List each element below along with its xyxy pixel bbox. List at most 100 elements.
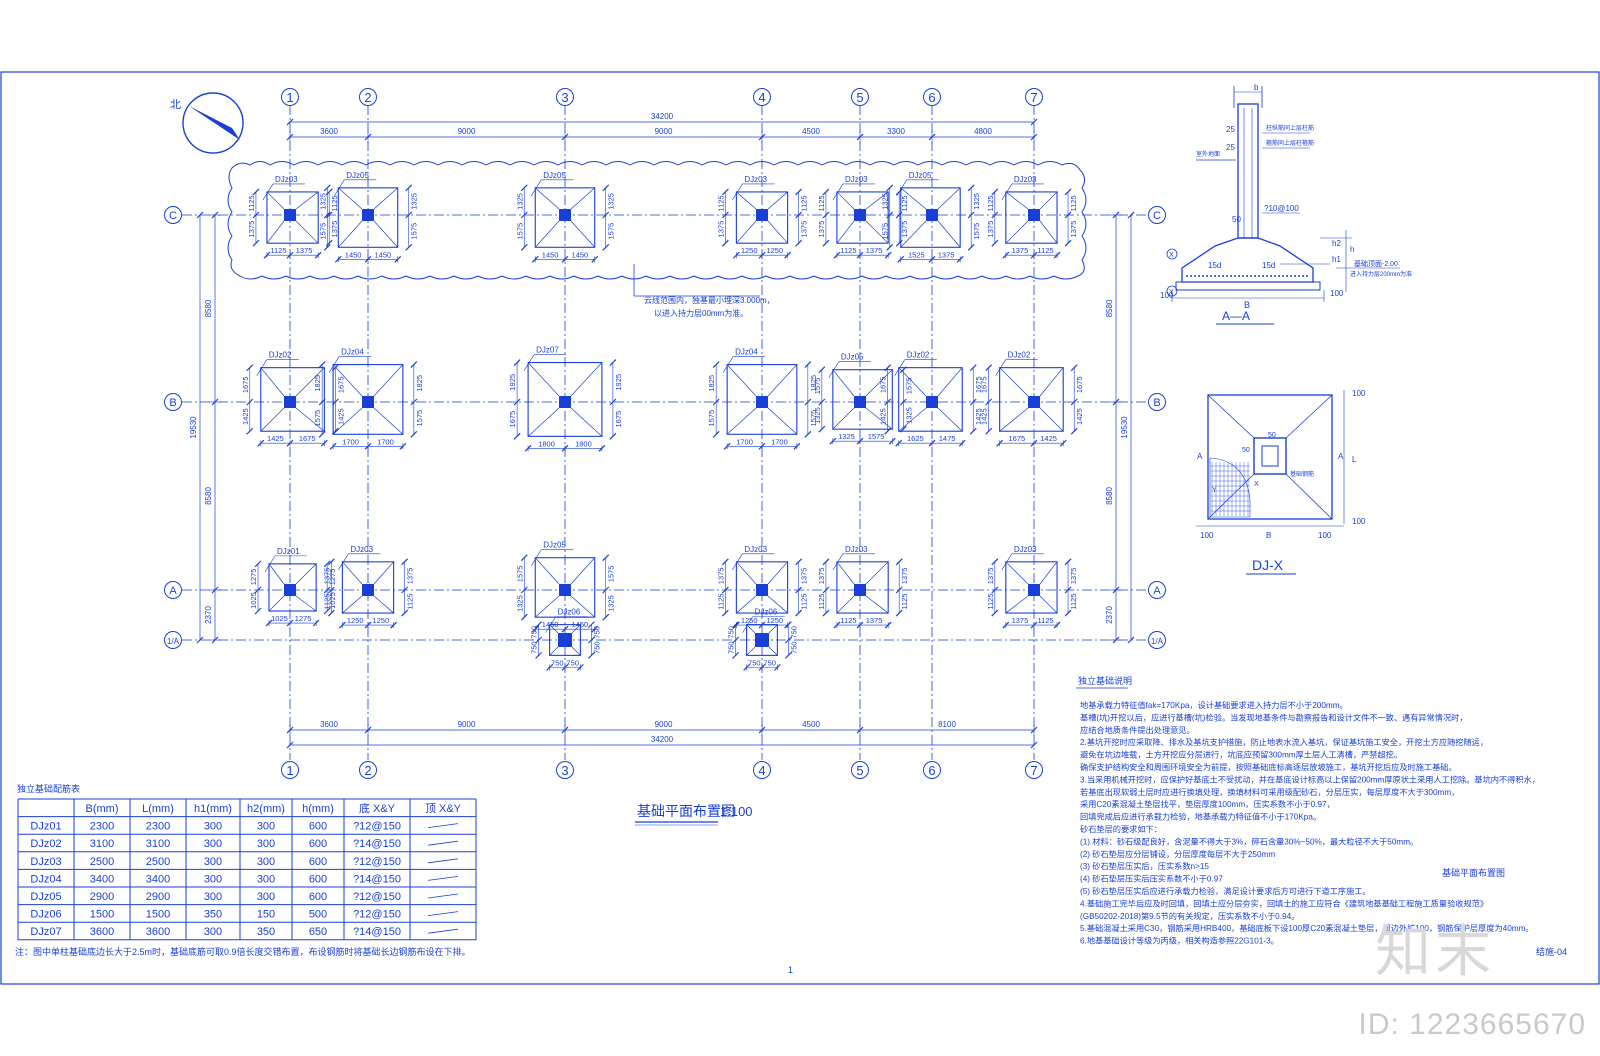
- dim-tick: [561, 663, 569, 671]
- table-cell: 1500: [90, 909, 114, 921]
- aa-label-B: B: [1244, 300, 1250, 310]
- notes-line-12: (2) 砂石垫层应分层铺设，分层厚度每层不大于250mm: [1080, 849, 1275, 859]
- notes-line-18: 5.基础混凝土采用C30，钢筋采用HRB400，基础底板下设100厚C20素混凝…: [1080, 923, 1534, 933]
- footing-label: DJz01: [277, 547, 300, 556]
- footing-label: DJz05: [909, 171, 932, 180]
- dim-tick: [721, 558, 729, 566]
- dim-text: 8580: [204, 487, 213, 505]
- dim-tick: [520, 613, 528, 621]
- footing-outline: [735, 561, 789, 614]
- axis-bubble-bottom-4: [753, 761, 771, 779]
- label-leader: [742, 616, 753, 633]
- notes-line-15: (5) 砂石垫层压实后应进行承载力检验，满足设计要求后方可进行下道工序施工。: [1080, 886, 1371, 896]
- footing-dim-b2: 1425: [1040, 434, 1057, 443]
- dim-tick: [609, 432, 617, 440]
- dim-tick: [587, 621, 595, 629]
- footing-outline: [527, 361, 603, 437]
- dim-tick: [895, 439, 903, 447]
- axis-bubble-top-6: [923, 88, 941, 106]
- axis-bubble-bottom-7: [1025, 761, 1043, 779]
- label-leader: [338, 553, 349, 570]
- dj-x-detail: 100 B 100 L 100 100 A A 50 50 X Y 基础钢筋 D…: [1196, 389, 1366, 575]
- dim-tick: [985, 398, 993, 406]
- dim-tick: [985, 364, 993, 372]
- dim-tick: [323, 184, 331, 192]
- footing-dim-l2-right: 1325: [607, 595, 616, 612]
- dim-tick: [561, 726, 569, 734]
- notes-line-14: (4) 砂石垫层压实后压实系数不小于0.97: [1080, 874, 1223, 884]
- plan-title-block: 基础平面布置图 1:100: [635, 803, 753, 826]
- footing-dim-l2-right: 1575: [809, 410, 818, 427]
- dim-tick: [721, 211, 729, 219]
- footing-slope-line: [535, 557, 560, 585]
- footing-slope-line: [898, 407, 927, 432]
- plan-scale: 1:100: [720, 804, 753, 819]
- table-cell: 3100: [90, 838, 114, 850]
- footing-slope-line: [937, 220, 961, 248]
- footing-slope-line: [527, 407, 560, 437]
- footing-dim-l1-right: 1125: [1069, 195, 1078, 211]
- footing-outline: [268, 563, 317, 612]
- notes-line-8: 采用C20素混凝土垫层找平，垫层厚度100mm，压实系数不小于0.97，: [1080, 799, 1335, 809]
- djx-label-100b: 100: [1318, 531, 1332, 540]
- footing-dim-b2: 1475: [939, 434, 956, 443]
- table-note: 注：图中单柱基础底边长大于2.5m时，基础底筋可取0.9倍长度交错布置，布设钢筋…: [15, 946, 471, 957]
- footing-dim-l1-right: 1325: [607, 193, 616, 210]
- dim-tick: [312, 619, 320, 627]
- dim-tick: [364, 442, 372, 450]
- dim-tick: [1112, 211, 1120, 219]
- footing-dim-l1: 1575: [515, 566, 524, 583]
- notes-line-11: (1) 材料：砂石级配良好，含泥量不得大于3%，碎石含量30%~50%，最大粒径…: [1080, 836, 1418, 846]
- djx-label-B: B: [1266, 531, 1271, 540]
- footing-dim-l2-right: 1375: [800, 221, 809, 238]
- footing-dim-l1: 1675: [980, 376, 989, 393]
- footing-slope-line: [836, 595, 855, 614]
- column-section: [559, 209, 571, 221]
- footing-outline: [341, 561, 395, 614]
- dim-tick: [818, 366, 826, 374]
- table-cell: 150: [257, 909, 275, 921]
- aa-label-h2: h2: [1332, 239, 1341, 248]
- footing-dim-b2: 1375: [866, 616, 883, 625]
- dim-tick: [286, 251, 294, 259]
- table-cell: 2900: [90, 891, 114, 903]
- footing-slope-line: [260, 367, 285, 397]
- dim-tick: [587, 651, 595, 659]
- footing-slope-line: [999, 407, 1029, 432]
- footing-dim-l1-right: 750: [592, 626, 601, 639]
- footing-dim-b1: 1125: [840, 616, 856, 625]
- footing-dim-l2-right: 1125: [800, 593, 809, 609]
- dim-tick: [991, 211, 999, 219]
- dim-tick: [795, 211, 803, 219]
- axis-label-right-B: B: [1153, 397, 1160, 409]
- axis-bubble-right-A: [1148, 581, 1166, 599]
- dim-tick: [286, 118, 294, 126]
- footing-dim-b1: 1450: [542, 250, 559, 259]
- dim-tick: [401, 609, 409, 617]
- footing-dim-l1-right: 1675: [1075, 376, 1084, 393]
- dim-tick: [1070, 398, 1078, 406]
- table-cell: 300: [257, 873, 275, 885]
- footing-label: DJz05: [543, 541, 566, 550]
- footing-dim-b2: 1250: [766, 246, 783, 255]
- label-leader: [832, 553, 844, 570]
- aa-label-x: X: [1169, 252, 1174, 259]
- dim-tick: [1002, 621, 1010, 629]
- dim-tick: [818, 425, 826, 433]
- footing-dim-l2-right: 1125: [900, 593, 909, 609]
- dim-text: 8580: [1105, 487, 1114, 505]
- footing-dim-l2: 1325: [813, 407, 822, 424]
- footing-dim-b1: 1525: [908, 250, 925, 259]
- footing-dim-l2-right: 1025: [328, 592, 337, 609]
- footing-slope-line: [1039, 561, 1058, 585]
- dim-tick: [1002, 251, 1010, 259]
- footing-slope-line: [338, 187, 363, 210]
- aa-label-ground: 室外地面: [1196, 150, 1220, 158]
- dim-tick: [856, 251, 864, 259]
- footing-slope-line: [736, 595, 757, 614]
- aa-label-bearing: 进入持力层200mm为准: [1350, 270, 1412, 278]
- axis-bubble-top-3: [556, 88, 574, 106]
- dim-tick: [833, 251, 841, 259]
- table-header-7: 顶 X&Y: [425, 802, 462, 815]
